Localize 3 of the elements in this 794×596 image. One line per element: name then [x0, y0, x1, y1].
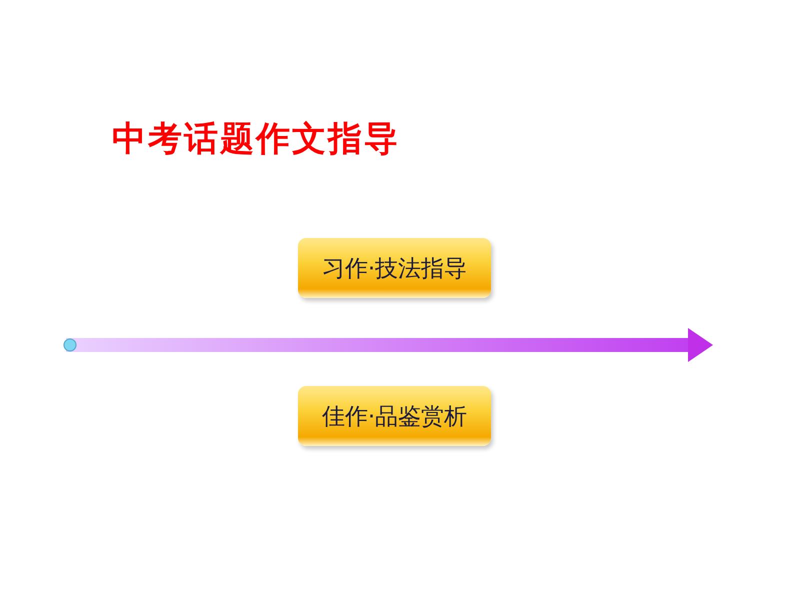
title: 中考话题作文指导 — [112, 118, 400, 161]
topic-tab: 习作·技法指导 — [298, 238, 491, 298]
topic-tab: 佳作·品鉴赏析 — [298, 386, 491, 446]
